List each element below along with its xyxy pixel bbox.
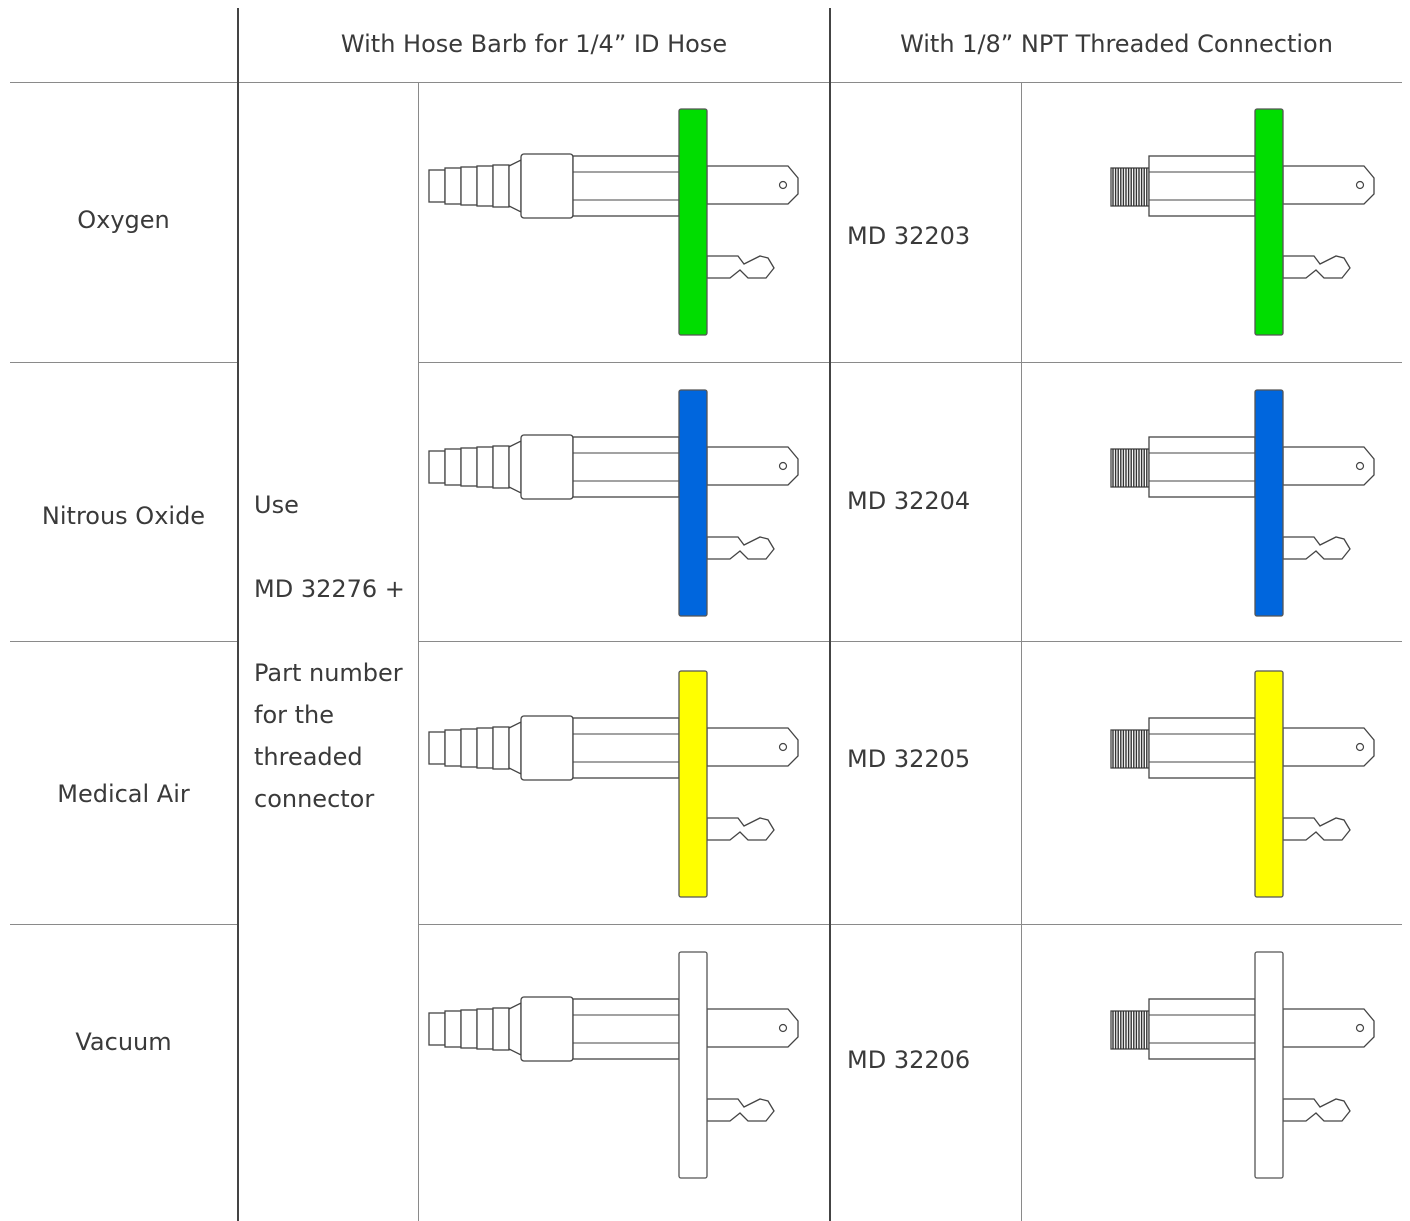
row-divider-3a: [10, 924, 237, 925]
usage-note: Use MD 32276 + Part number for the threa…: [254, 484, 416, 820]
npt-fitting-medical-air: [1108, 670, 1378, 900]
gas-label-vacuum: Vacuum: [75, 1028, 172, 1056]
gas-label-medical-air: Medical Air: [57, 780, 190, 808]
column-divider-group: [829, 8, 831, 1221]
npt-threaded-fitting-icon: [1110, 108, 1375, 336]
hose-barb-fitting-icon: [428, 389, 799, 617]
hose-barb-fitting-oxygen: [428, 108, 802, 338]
row-divider-1b: [418, 362, 1402, 363]
usage-note-line-1: Use: [254, 491, 299, 519]
header-npt: With 1/8” NPT Threaded Connection: [900, 30, 1333, 58]
usage-note-line-3: Part number for the threaded connector: [254, 659, 403, 813]
hose-barb-fitting-medical-air: [428, 670, 802, 900]
npt-threaded-fitting-icon: [1110, 670, 1375, 898]
header-hose-barb: With Hose Barb for 1/4” ID Hose: [340, 30, 728, 58]
part-number-medical-air: MD 32205: [847, 745, 971, 773]
part-number-oxygen: MD 32203: [847, 222, 971, 250]
row-divider-2b: [418, 641, 1402, 642]
gas-label-nitrous-oxide: Nitrous Oxide: [41, 502, 206, 530]
row-divider-2a: [10, 641, 237, 642]
usage-note-line-2: MD 32276 +: [254, 575, 405, 603]
gas-label-oxygen: Oxygen: [77, 206, 170, 234]
row-divider-3b: [418, 924, 1402, 925]
hose-barb-fitting-nitrous-oxide: [428, 389, 802, 619]
npt-threaded-fitting-icon: [1110, 951, 1375, 1179]
npt-threaded-fitting-icon: [1110, 389, 1375, 617]
row-divider-1a: [10, 362, 237, 363]
column-divider-gas: [237, 8, 239, 1221]
part-number-nitrous-oxide: MD 32204: [847, 487, 971, 515]
npt-fitting-vacuum: [1108, 951, 1378, 1181]
header-divider: [10, 82, 1402, 83]
hose-barb-fitting-icon: [428, 670, 799, 898]
part-number-vacuum: MD 32206: [847, 1046, 971, 1074]
hose-barb-fitting-icon: [428, 951, 799, 1179]
column-divider-part: [1021, 82, 1022, 1221]
npt-fitting-nitrous-oxide: [1108, 389, 1378, 619]
column-divider-note: [418, 82, 419, 1221]
hose-barb-fitting-icon: [428, 108, 799, 336]
npt-fitting-oxygen: [1108, 108, 1378, 338]
hose-barb-fitting-vacuum: [428, 951, 802, 1181]
